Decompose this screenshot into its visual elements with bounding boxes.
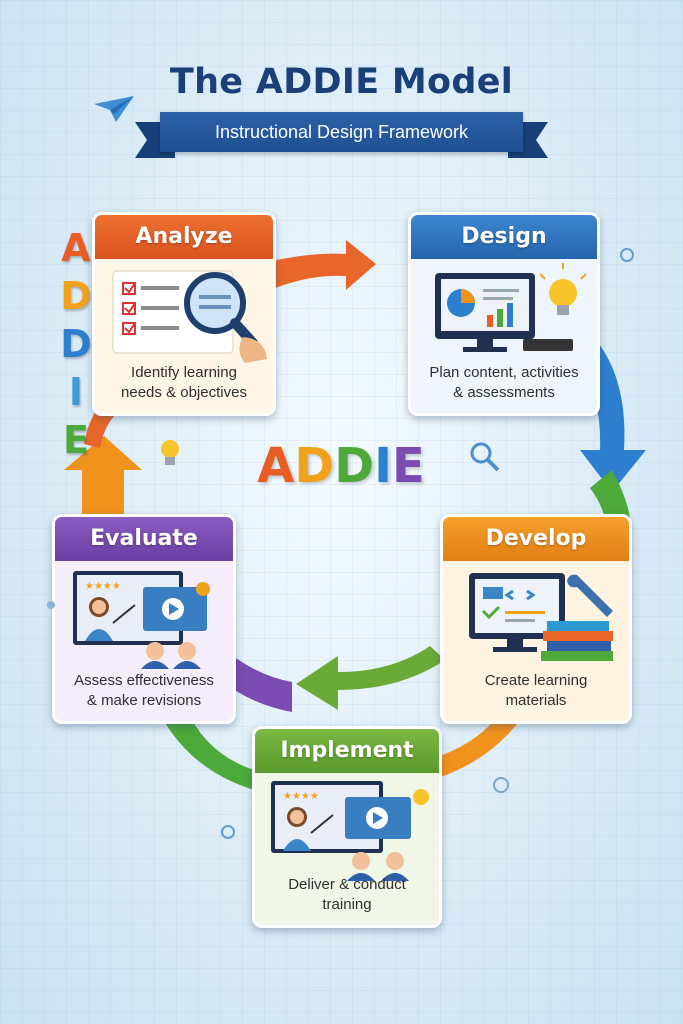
card-design: Design Plan content, activities & assess…	[408, 212, 600, 416]
center-letter: E	[391, 438, 425, 494]
side-letter: D	[60, 274, 92, 318]
desc-line: Deliver & conduct	[288, 876, 406, 893]
desc-line: & assessments	[453, 384, 555, 401]
card-design-desc: Plan content, activities & assessments	[417, 363, 591, 403]
sparkle-icon	[493, 777, 509, 793]
sparkle-icon	[620, 248, 634, 262]
monitor-books-wrench-icon	[469, 573, 613, 661]
sparkle-icon	[47, 601, 55, 609]
card-implement: Implement ★★★★ Deliver & conduct trainin…	[252, 726, 442, 928]
card-analyze-desc: Identify learning needs & objectives	[101, 363, 267, 403]
paper-plane-icon	[94, 96, 134, 122]
svg-text:★★★★: ★★★★	[85, 581, 121, 592]
card-develop-desc: Create learning materials	[449, 671, 623, 711]
side-letter: D	[60, 322, 92, 366]
center-letter: D	[334, 438, 375, 494]
desc-line: Plan content, activities	[429, 364, 579, 381]
card-develop: Develop Create learning materials	[440, 514, 632, 724]
card-analyze-title: Analyze	[95, 215, 273, 259]
desc-line: training	[322, 896, 372, 913]
monitor-chart-lightbulb-icon	[435, 263, 587, 352]
center-word: ADDIE	[241, 438, 441, 494]
card-analyze: Analyze Identify learning needs & object…	[92, 212, 276, 416]
sparkle-icon	[221, 825, 235, 839]
side-letter: E	[63, 418, 89, 462]
card-evaluate: Evaluate ★★★★ Assess effectiveness & mak…	[52, 514, 236, 724]
card-develop-title: Develop	[443, 517, 629, 561]
desc-line: materials	[505, 692, 567, 709]
card-implement-title: Implement	[255, 729, 439, 773]
arrow-bottom-swoop	[160, 708, 254, 790]
card-evaluate-desc: Assess effectiveness & make revisions	[61, 671, 227, 711]
center-letter: A	[257, 438, 295, 494]
teacher-video-audience-icon: ★★★★	[73, 571, 210, 669]
center-letter: I	[374, 438, 392, 494]
card-design-title: Design	[411, 215, 597, 259]
desc-line: Create learning	[484, 672, 588, 689]
side-letters: A D D I E	[56, 224, 96, 464]
arrow-implement-to-evaluate	[296, 646, 445, 710]
checklist-magnifier-icon	[112, 270, 267, 363]
subtitle-ribbon: Instructional Design Framework	[160, 112, 523, 152]
desc-line: needs & objectives	[121, 384, 247, 401]
center-letter: D	[294, 438, 335, 494]
arrow-left-up	[64, 436, 142, 514]
arrow-analyze-to-design	[268, 240, 376, 290]
desc-line: Assess effectiveness	[74, 672, 214, 689]
side-letter: A	[61, 226, 91, 270]
card-implement-desc: Deliver & conduct training	[261, 875, 433, 915]
magnifier-icon	[470, 442, 500, 472]
desc-line: Identify learning	[131, 364, 237, 381]
page-title: The ADDIE Model	[169, 62, 514, 102]
teacher-presentation-icon: ★★★★	[271, 781, 429, 881]
desc-line: & make revisions	[86, 692, 202, 709]
lightbulb-icon	[161, 440, 179, 465]
card-evaluate-title: Evaluate	[55, 517, 233, 561]
svg-text:★★★★: ★★★★	[283, 791, 319, 802]
side-letter: I	[68, 370, 84, 414]
